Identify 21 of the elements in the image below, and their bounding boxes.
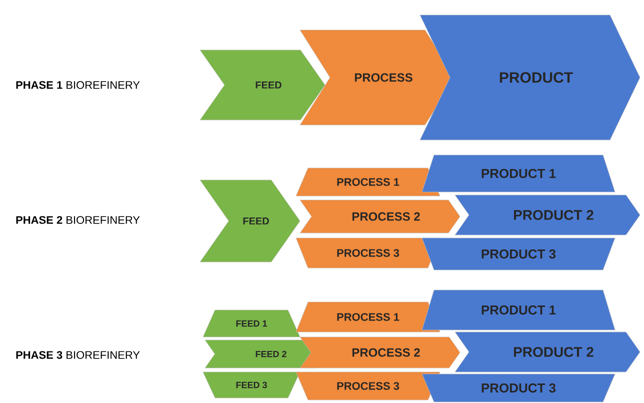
banner-box: PRODUCT 3 bbox=[422, 238, 616, 270]
chevron-box: FEED bbox=[200, 50, 326, 120]
chevron-box: PRODUCT bbox=[420, 14, 640, 140]
chevron-box: PRODUCT 2 bbox=[454, 332, 640, 372]
chevron-box: PROCESS bbox=[300, 30, 456, 126]
banner-box: PROCESS 3 bbox=[296, 238, 440, 268]
phase-label: PHASE 1 BIOREFINERY bbox=[16, 81, 140, 89]
banner-box: PROCESS 3 bbox=[296, 372, 440, 400]
chevron-box: PRODUCT 2 bbox=[454, 194, 640, 236]
banner-box: PRODUCT 1 bbox=[422, 290, 616, 330]
phase-label: PHASE 3 BIOREFINERY bbox=[16, 351, 140, 359]
chevron-box: FEED bbox=[200, 180, 300, 262]
banner-box: FEED 3 bbox=[202, 372, 300, 398]
chevron-box: PROCESS 2 bbox=[300, 200, 460, 234]
banner-box: PROCESS 1 bbox=[296, 168, 440, 196]
banner-box: PRODUCT 3 bbox=[422, 374, 616, 402]
banner-box: PROCESS 1 bbox=[296, 302, 440, 332]
banner-box: PRODUCT 1 bbox=[422, 154, 616, 192]
chevron-box: PROCESS 2 bbox=[300, 336, 460, 368]
banner-box: FEED 1 bbox=[202, 310, 300, 338]
phase-label: PHASE 2 BIOREFINERY bbox=[16, 216, 140, 224]
